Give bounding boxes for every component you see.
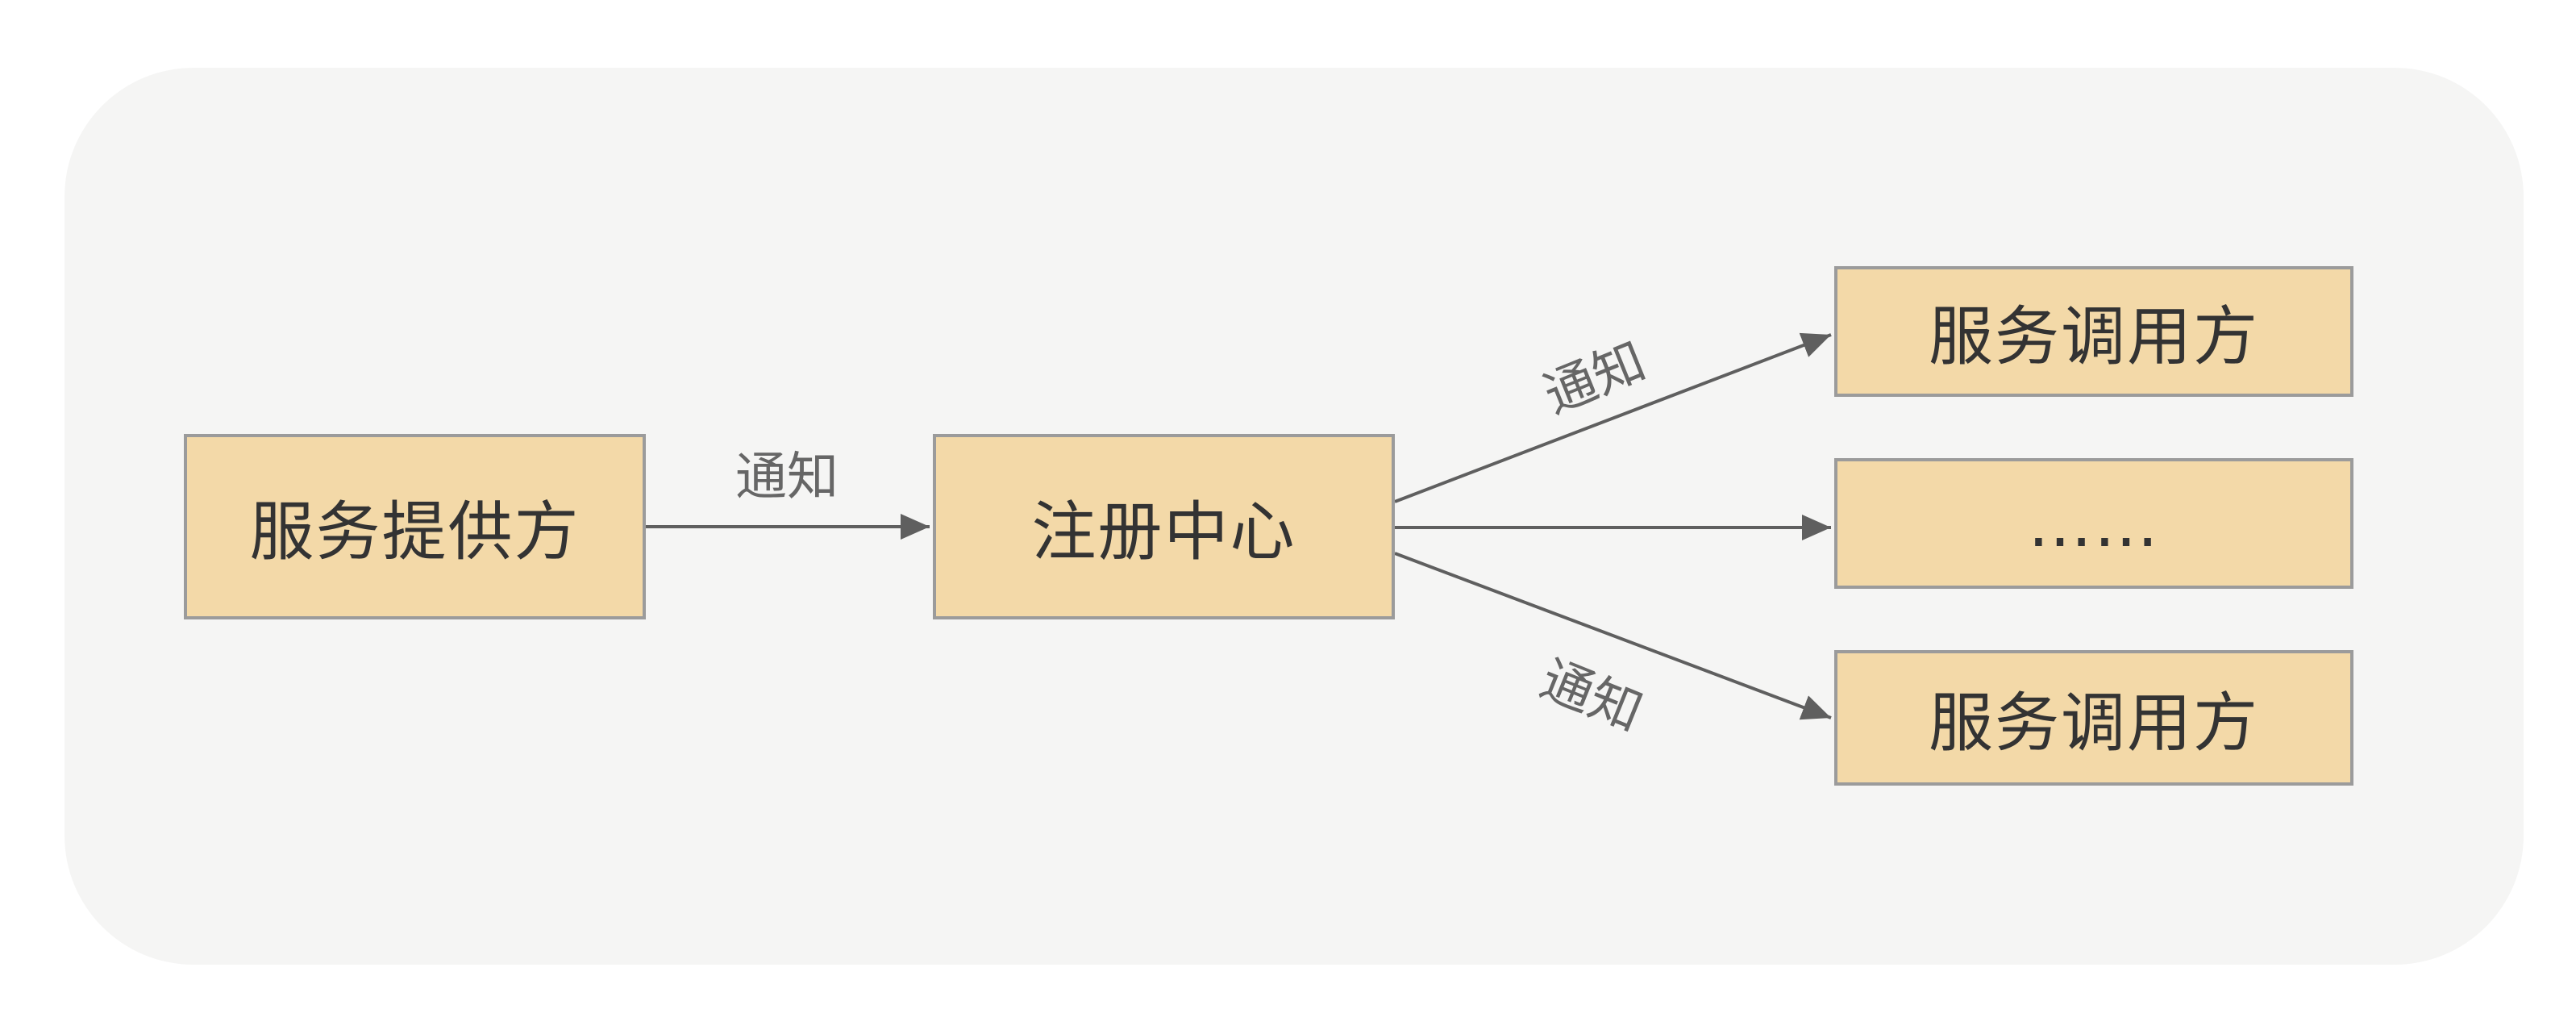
node-service-provider: 服务提供方 (184, 434, 646, 619)
node-registry-center-label: 注册中心 (1031, 494, 1296, 569)
node-service-provider-label: 服务提供方 (249, 494, 581, 569)
node-service-consumer-top-label: 服务调用方 (1929, 299, 2259, 374)
node-service-consumer-bottom: 服务调用方 (1834, 650, 2353, 786)
edge-registry-to-consumer-top (1394, 332, 1832, 503)
edge-registry-to-consumer-bottom (1394, 552, 1832, 720)
edge-label-provider-to-registry: 通知 (735, 448, 839, 507)
node-service-consumer-ellipsis-label: …… (2028, 486, 2160, 561)
node-service-consumer-ellipsis: …… (1834, 458, 2353, 589)
node-service-consumer-bottom-label: 服务调用方 (1929, 686, 2259, 761)
node-registry-center: 注册中心 (933, 434, 1395, 619)
node-service-consumer-top: 服务调用方 (1834, 266, 2353, 397)
